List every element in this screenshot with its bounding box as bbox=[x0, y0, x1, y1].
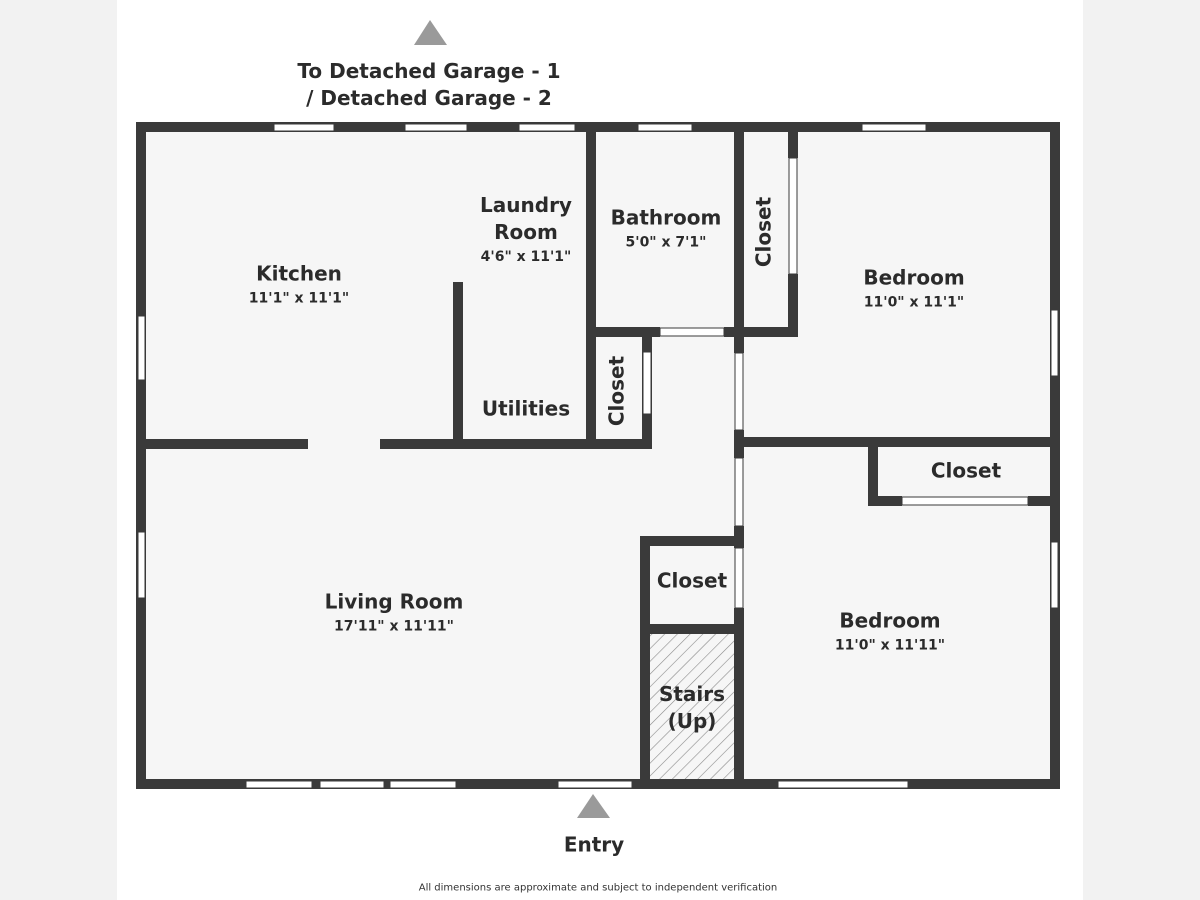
window bbox=[389, 780, 457, 789]
opening bbox=[788, 157, 798, 275]
window bbox=[137, 315, 146, 381]
room-bathroom: Bathroom 5'0" x 7'1" bbox=[611, 205, 722, 252]
floor-area bbox=[141, 128, 1055, 784]
room-name-line1: Stairs bbox=[658, 682, 726, 706]
room-name-line2: (Up) bbox=[667, 709, 717, 733]
room-dimensions: 11'1" x 11'1" bbox=[248, 290, 350, 307]
window bbox=[1050, 541, 1059, 609]
wall-hall-d bbox=[734, 608, 744, 788]
room-stairs: Stairs (Up) bbox=[659, 681, 725, 735]
room-name: Living Room bbox=[324, 589, 464, 614]
room-closet-mid: Closet bbox=[604, 356, 631, 426]
wall-closet-bed-a bbox=[788, 128, 798, 158]
wall-bedcloset-bottom-b bbox=[1028, 496, 1052, 506]
wall-kitchen-laundry bbox=[453, 282, 463, 442]
room-name: Bedroom bbox=[839, 608, 941, 633]
room-name: Closet bbox=[656, 568, 728, 593]
room-name: Closet bbox=[751, 196, 776, 268]
disclaimer: All dimensions are approximate and subje… bbox=[418, 882, 778, 894]
wall-hall-a bbox=[734, 337, 744, 353]
window bbox=[137, 531, 146, 599]
entry-arrow-icon bbox=[577, 794, 610, 818]
garage-label: To Detached Garage - 1 / Detached Garage… bbox=[297, 58, 560, 112]
room-laundry: Laundry Room 4'6" x 11'1" bbox=[480, 192, 572, 266]
room-name: Closet bbox=[604, 355, 629, 427]
window bbox=[637, 123, 693, 132]
wall-bedroom-divider bbox=[740, 437, 1055, 447]
room-bedroom-1: Bedroom 11'0" x 11'1" bbox=[863, 265, 964, 312]
stairs-hatch bbox=[645, 632, 737, 782]
garage-arrow-icon bbox=[414, 20, 447, 45]
opening bbox=[901, 496, 1029, 506]
opening bbox=[734, 457, 744, 527]
opening bbox=[642, 351, 652, 415]
wall-bath-bottom-a bbox=[590, 327, 660, 337]
window bbox=[273, 123, 335, 132]
window bbox=[518, 123, 576, 132]
wall-laundry-bath bbox=[586, 128, 596, 446]
wall-kitchen-living-b bbox=[380, 439, 650, 449]
window bbox=[319, 780, 385, 789]
window bbox=[557, 780, 633, 789]
garage-label-line2: / Detached Garage - 2 bbox=[306, 86, 552, 110]
room-closet-top: Closet bbox=[751, 197, 778, 267]
room-name-line1: Laundry bbox=[480, 193, 572, 217]
wall-exterior-left bbox=[136, 122, 146, 789]
opening bbox=[659, 327, 725, 337]
room-utilities: Utilities bbox=[482, 396, 570, 423]
wall-exterior-right bbox=[1050, 122, 1060, 789]
wall-bedcloset-bottom-a bbox=[868, 496, 902, 506]
window bbox=[1050, 309, 1059, 377]
room-name: Bedroom bbox=[863, 265, 965, 290]
wall-kitchen-living-a bbox=[146, 439, 308, 449]
entry-label: Entry bbox=[563, 832, 625, 857]
room-closet-bedroom: Closet bbox=[931, 458, 1001, 485]
room-name: Utilities bbox=[481, 396, 571, 421]
wall-bedcloset-left bbox=[868, 447, 878, 505]
room-closet-hall: Closet bbox=[657, 568, 727, 595]
wall-hallcloset-bottom bbox=[640, 624, 740, 634]
windows bbox=[137, 123, 1059, 789]
room-dimensions: 4'6" x 11'1" bbox=[480, 249, 572, 265]
room-kitchen: Kitchen 11'1" x 11'1" bbox=[249, 261, 349, 308]
window bbox=[861, 123, 927, 132]
wall-exterior-top bbox=[136, 122, 1060, 132]
wall-hallcloset-left bbox=[640, 536, 650, 786]
window bbox=[404, 123, 468, 132]
window bbox=[245, 780, 313, 789]
room-name: Closet bbox=[930, 458, 1002, 483]
garage-label-line1: To Detached Garage - 1 bbox=[297, 59, 561, 83]
opening bbox=[734, 352, 744, 431]
room-name: Bathroom bbox=[610, 205, 722, 230]
room-name-line2: Room bbox=[494, 220, 558, 244]
wall-closet-bottom bbox=[740, 327, 798, 337]
room-living: Living Room 17'11" x 11'11" bbox=[325, 589, 464, 636]
room-dimensions: 17'11" x 11'11" bbox=[334, 618, 454, 635]
wall-hallcloset-top bbox=[640, 536, 740, 546]
wall-hall-b bbox=[734, 430, 744, 458]
room-dimensions: 11'0" x 11'11" bbox=[834, 637, 946, 654]
room-dimensions: 11'0" x 11'1" bbox=[863, 294, 965, 311]
wall-bath-closet bbox=[734, 128, 744, 336]
opening bbox=[734, 547, 744, 609]
window bbox=[777, 780, 909, 789]
room-dimensions: 5'0" x 7'1" bbox=[625, 234, 707, 251]
room-name: Kitchen bbox=[256, 261, 342, 286]
room-bedroom-2: Bedroom 11'0" x 11'11" bbox=[835, 608, 945, 655]
wall-closet-bed-b bbox=[788, 274, 798, 336]
